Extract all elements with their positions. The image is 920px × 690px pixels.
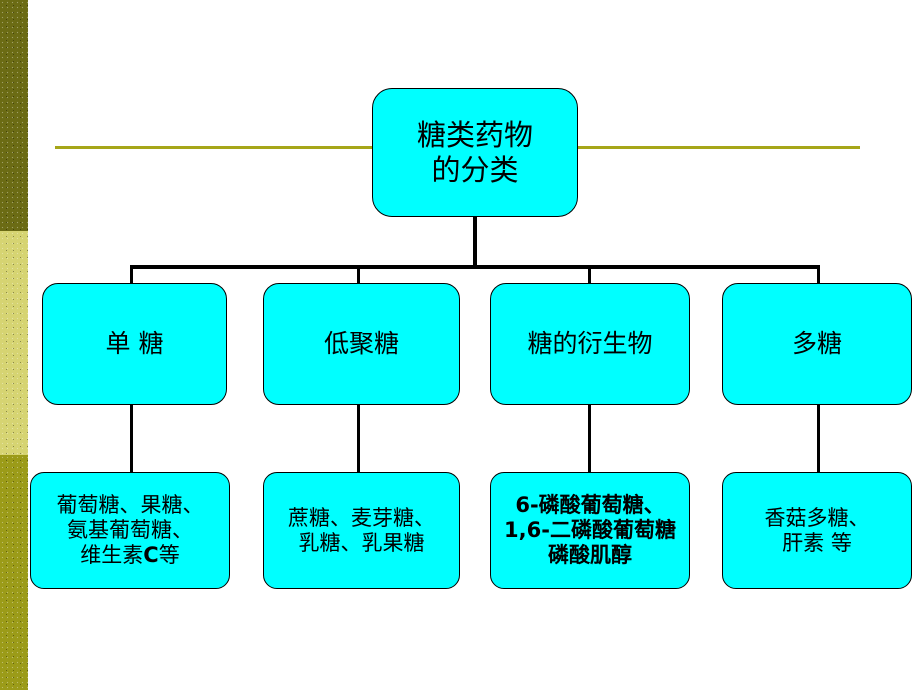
sidebar-band-bottom xyxy=(0,455,28,690)
node-examples-polysaccharide[interactable]: 香菇多糖、 肝素 等 xyxy=(722,472,912,589)
node-category-1-label: 单 糖 xyxy=(105,329,164,359)
node-examples-1-line-3-prefix: 维生素 xyxy=(80,542,144,567)
node-category-monosaccharide[interactable]: 单 糖 xyxy=(42,283,227,405)
node-root-title-text: 糖类药物 的分类 xyxy=(417,118,533,186)
node-root-title-line-1: 糖类药物 xyxy=(416,118,533,153)
node-examples-3-text: 6-磷酸葡萄糖、 1,6-二磷酸葡萄糖 磷酸肌醇 xyxy=(504,493,676,567)
sidebar-band-middle xyxy=(0,231,28,455)
sidebar-texture-top xyxy=(0,0,28,231)
node-examples-1-line-3-latin: C xyxy=(143,542,159,567)
node-examples-4-line-2: 肝素 等 xyxy=(782,530,852,555)
node-examples-1-line-3-suffix: 等 xyxy=(158,542,180,567)
connector-root-stem xyxy=(473,217,477,269)
node-examples-1-line-1: 葡萄糖、果糖、 xyxy=(56,493,204,518)
node-examples-1-text: 葡萄糖、果糖、 氨基葡萄糖、 维生素C等 xyxy=(57,493,204,567)
node-category-sugar-derivative[interactable]: 糖的衍生物 xyxy=(490,283,690,405)
node-examples-3-line-2: 1,6-二磷酸葡萄糖 xyxy=(504,518,676,543)
connector-category-1-to-example xyxy=(130,403,133,478)
node-category-2-label: 低聚糖 xyxy=(323,329,399,359)
connector-drop-category-4 xyxy=(817,265,820,287)
node-examples-4-text: 香菇多糖、 肝素 等 xyxy=(765,506,870,556)
connector-category-4-to-example xyxy=(817,403,820,478)
connector-category-2-to-example xyxy=(357,403,360,478)
node-root-title[interactable]: 糖类药物 的分类 xyxy=(372,88,578,217)
connector-drop-category-2 xyxy=(357,265,360,287)
node-examples-sugar-derivative[interactable]: 6-磷酸葡萄糖、 1,6-二磷酸葡萄糖 磷酸肌醇 xyxy=(490,472,690,589)
node-examples-1-line-2: 氨基葡萄糖、 xyxy=(67,518,193,543)
node-category-polysaccharide[interactable]: 多糖 xyxy=(722,283,912,405)
connector-drop-category-1 xyxy=(130,265,133,287)
node-examples-4-line-1: 香菇多糖、 xyxy=(764,505,870,530)
sidebar-texture-bottom xyxy=(0,455,28,690)
node-examples-2-line-2: 乳糖、乳果糖 xyxy=(298,530,425,555)
node-category-3-label: 糖的衍生物 xyxy=(527,329,653,359)
connector-category-3-to-example xyxy=(588,403,591,478)
node-examples-3-line-3: 磷酸肌醇 xyxy=(547,542,632,567)
node-examples-oligosaccharide[interactable]: 蔗糖、麦芽糖、 乳糖、乳果糖 xyxy=(263,472,460,589)
node-examples-2-text: 蔗糖、麦芽糖、 乳糖、乳果糖 xyxy=(288,506,435,556)
sidebar-band-top xyxy=(0,0,28,231)
node-category-oligosaccharide[interactable]: 低聚糖 xyxy=(263,283,460,405)
node-examples-2-line-1: 蔗糖、麦芽糖、 xyxy=(288,505,435,530)
node-examples-1-line-3: 维生素C等 xyxy=(57,543,204,568)
node-root-title-line-2: 的分类 xyxy=(431,152,519,187)
node-category-4-label: 多糖 xyxy=(791,329,842,359)
node-examples-3-line-1: 6-磷酸葡萄糖、 xyxy=(515,493,665,518)
sidebar-texture-middle xyxy=(0,231,28,455)
connector-distribution-bar xyxy=(130,265,820,269)
node-examples-monosaccharide[interactable]: 葡萄糖、果糖、 氨基葡萄糖、 维生素C等 xyxy=(30,472,230,589)
connector-drop-category-3 xyxy=(588,265,591,287)
